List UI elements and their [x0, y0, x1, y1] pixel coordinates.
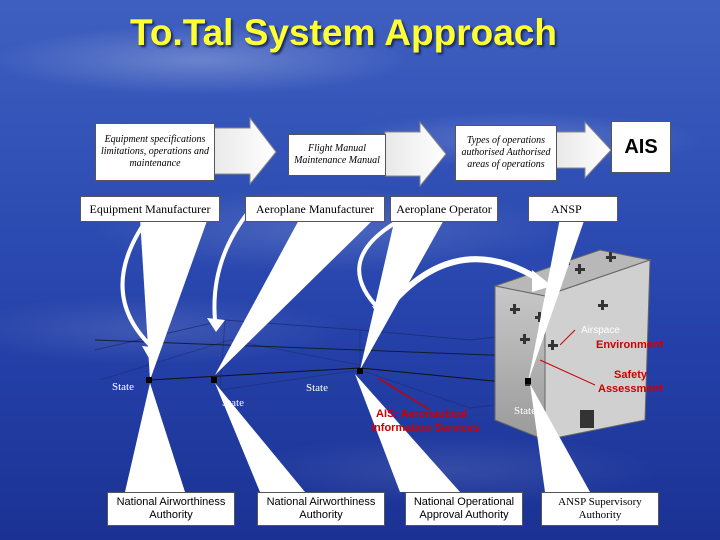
marker-state-2 — [211, 377, 217, 383]
national-airworthiness-authority-label-1: National Airworthiness Authority — [116, 495, 226, 521]
national-operational-approval-authority-box: National Operational Approval Authority — [405, 492, 523, 526]
pointer-naa-2 — [215, 383, 305, 492]
arrow-equipment-to-flightmanual — [209, 116, 277, 186]
state-label-3: State — [306, 382, 328, 394]
equipment-specifications-box: Equipment specifications limitations, op… — [95, 123, 215, 181]
ansp-supervisory-authority-label: ANSP Supervisory Authority — [558, 495, 642, 521]
pointer-ansp — [528, 218, 585, 382]
arrow-flightmanual-to-types — [384, 120, 447, 188]
marker-state-1 — [146, 377, 152, 383]
page-title: To.Tal System Approach — [130, 12, 557, 53]
marker-state-4 — [525, 378, 531, 384]
aeroplane-manufacturer-box: Aeroplane Manufacturer — [245, 196, 385, 222]
flight-manual-text: Flight Manual Maintenance Manual — [294, 143, 380, 166]
types-operations-text: Types of operations authorised Authorise… — [461, 135, 551, 170]
marker-state-3 — [357, 368, 363, 374]
map-terrain-2 — [99, 339, 361, 381]
equipment-specifications-text: Equipment specifications limitations, op… — [100, 134, 210, 169]
ansp-supervisory-authority-box: ANSP Supervisory Authority — [541, 492, 659, 526]
ansp-label: ANSP — [551, 201, 582, 216]
red-line-ais — [377, 377, 431, 411]
pointer-ansp-sup — [530, 384, 590, 492]
arrow-types-to-ais — [555, 120, 612, 180]
aeroplane-manufacturer-label: Aeroplane Manufacturer — [255, 201, 375, 216]
equipment-manufacturer-box: Equipment Manufacturer — [80, 196, 220, 222]
pointer-equipment — [140, 218, 208, 380]
ais-box: AIS — [611, 121, 671, 173]
curve-arrow-airspace — [392, 256, 542, 303]
types-operations-box: Types of operations authorised Authorise… — [455, 125, 557, 181]
pointer-naa-1 — [125, 383, 185, 492]
national-airworthiness-authority-box-2: National Airworthiness Authority — [257, 492, 385, 526]
assessment-label: Assessment — [598, 383, 663, 395]
red-line-safety — [539, 359, 596, 386]
curve-arrow-aeroplane-mfr — [212, 208, 252, 321]
state-label-4: State — [514, 405, 536, 417]
ais-label: AIS — [624, 136, 658, 158]
state-label-2: State — [222, 397, 244, 409]
ansp-box: ANSP — [528, 196, 618, 222]
state-label-1: State — [112, 381, 134, 393]
equipment-manufacturer-label: Equipment Manufacturer — [89, 201, 211, 216]
flight-manual-box: Flight Manual Maintenance Manual — [288, 134, 386, 176]
pointer-aeroplane-mfr — [215, 218, 375, 375]
information-services-label: Information Services — [371, 422, 480, 434]
national-operational-approval-authority-label: National Operational Approval Authority — [413, 495, 515, 521]
pointer-operator — [360, 218, 445, 370]
national-airworthiness-authority-label-2: National Airworthiness Authority — [266, 495, 376, 521]
aeroplane-operator-label: Aeroplane Operator — [396, 201, 492, 216]
safety-label: Safety — [614, 369, 648, 381]
national-airworthiness-authority-box-1: National Airworthiness Authority — [107, 492, 235, 526]
environment-label: Environment — [596, 339, 664, 351]
ais-aeronautical-label: AIS: Aeronautical — [376, 408, 468, 420]
aeroplane-operator-box: Aeroplane Operator — [390, 196, 498, 222]
airspace-label: Airspace — [581, 325, 620, 336]
curve-arrow-operator — [357, 218, 401, 312]
curve-arrow-equipment — [120, 213, 152, 347]
pointer-noaa — [355, 374, 460, 492]
red-line-airspace — [559, 329, 576, 346]
airspace-block-side — [544, 259, 651, 441]
